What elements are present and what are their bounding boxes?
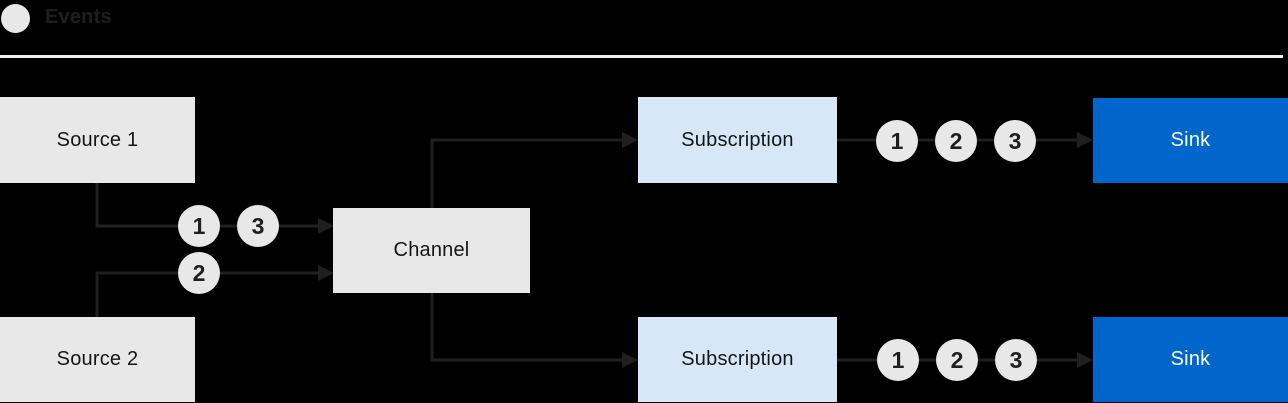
events-legend-label: Events bbox=[45, 5, 112, 28]
event-badge-3: 3 bbox=[995, 339, 1037, 381]
edge-source2-to-channel bbox=[95, 265, 334, 317]
sink-bottom-node: Sink bbox=[1093, 317, 1288, 402]
sink-top-label: Sink bbox=[1170, 129, 1211, 151]
events-legend: Events bbox=[0, 0, 112, 34]
event-badge-1: 1 bbox=[876, 120, 918, 162]
edge-channel-to-subscription-bottom bbox=[430, 293, 638, 368]
source2-label: Source 2 bbox=[56, 348, 139, 370]
event-badge-1: 1 bbox=[178, 205, 220, 247]
event-badge-3: 3 bbox=[237, 205, 279, 247]
event-badge-2: 2 bbox=[178, 252, 220, 294]
event-badge-3: 3 bbox=[994, 120, 1036, 162]
event-badge-2: 2 bbox=[935, 120, 977, 162]
sink-bottom-label: Sink bbox=[1170, 348, 1211, 370]
subscription-bottom-node: Subscription bbox=[638, 317, 837, 402]
event-badge-1: 1 bbox=[877, 339, 919, 381]
source1-label: Source 1 bbox=[56, 128, 139, 151]
edge-channel-to-subscription-top bbox=[430, 132, 638, 208]
subscription-top-node: Subscription bbox=[638, 97, 837, 183]
source1-node: Source 1 bbox=[0, 97, 195, 183]
sink-top-node: Sink bbox=[1093, 98, 1288, 183]
events-circle-icon bbox=[1, 3, 30, 33]
header-divider bbox=[0, 55, 1283, 58]
event-badge-2: 2 bbox=[936, 339, 978, 381]
subscription-bottom-label: Subscription bbox=[681, 348, 794, 370]
channel-node: Channel bbox=[333, 208, 530, 293]
subscription-top-label: Subscription bbox=[681, 128, 794, 151]
channel-label: Channel bbox=[393, 239, 470, 261]
source2-node: Source 2 bbox=[0, 317, 195, 402]
